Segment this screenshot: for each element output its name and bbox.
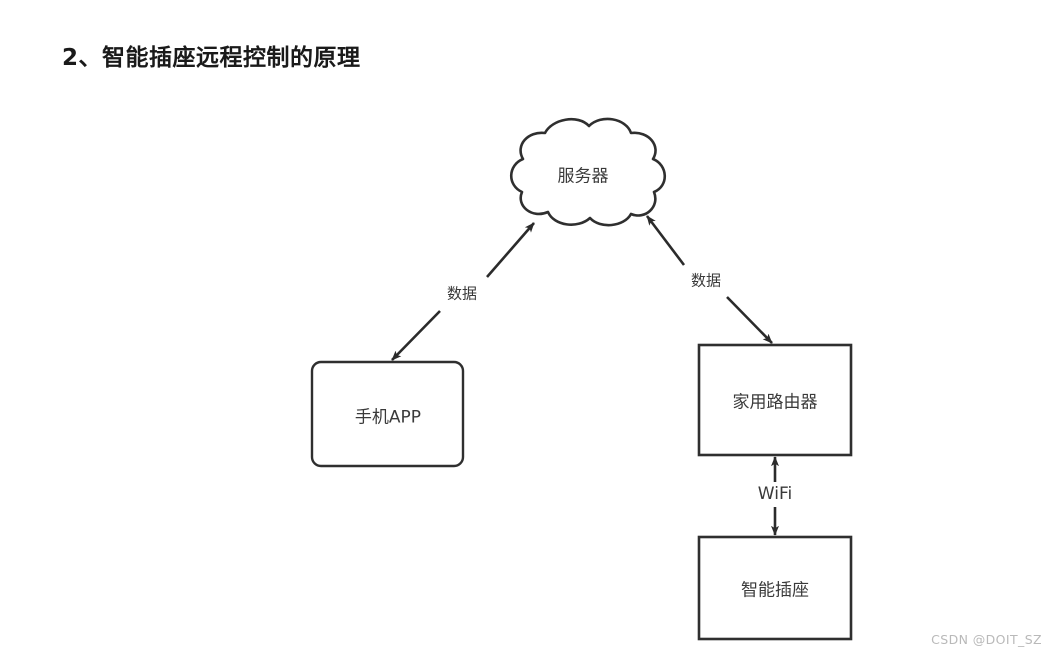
smart-socket-box: [697, 535, 853, 641]
edge-label-server-router: 数据: [686, 268, 726, 292]
edge-label-router-socket: WiFi: [753, 483, 797, 505]
node-server[interactable]: [509, 117, 667, 227]
node-label-home-router: 家用路由器: [732, 392, 818, 413]
home-router-box: [697, 343, 853, 457]
node-label-phone-app: 手机APP: [354, 407, 422, 428]
node-label-smart-socket: 智能插座: [741, 580, 809, 601]
node-home-router[interactable]: [697, 343, 853, 457]
node-smart-socket[interactable]: [697, 535, 853, 641]
page-title: 2、智能插座远程控制的原理: [62, 45, 361, 71]
edge-server-router-up: [645, 215, 686, 266]
edge-server-phone-down: [391, 310, 441, 361]
edge-server-router: [645, 215, 773, 344]
edge-server-router-down: [726, 296, 773, 344]
edge-label-server-phone: 数据: [442, 281, 482, 305]
phone-app-box: [310, 360, 465, 468]
edge-server-phone-up: [486, 222, 535, 278]
edge-server-phone: [391, 222, 535, 361]
node-phone-app[interactable]: [310, 360, 465, 468]
node-label-server: 服务器: [557, 166, 609, 187]
watermark: CSDN @DOIT_SZ: [931, 632, 1042, 647]
cloud-shape: [509, 117, 667, 227]
